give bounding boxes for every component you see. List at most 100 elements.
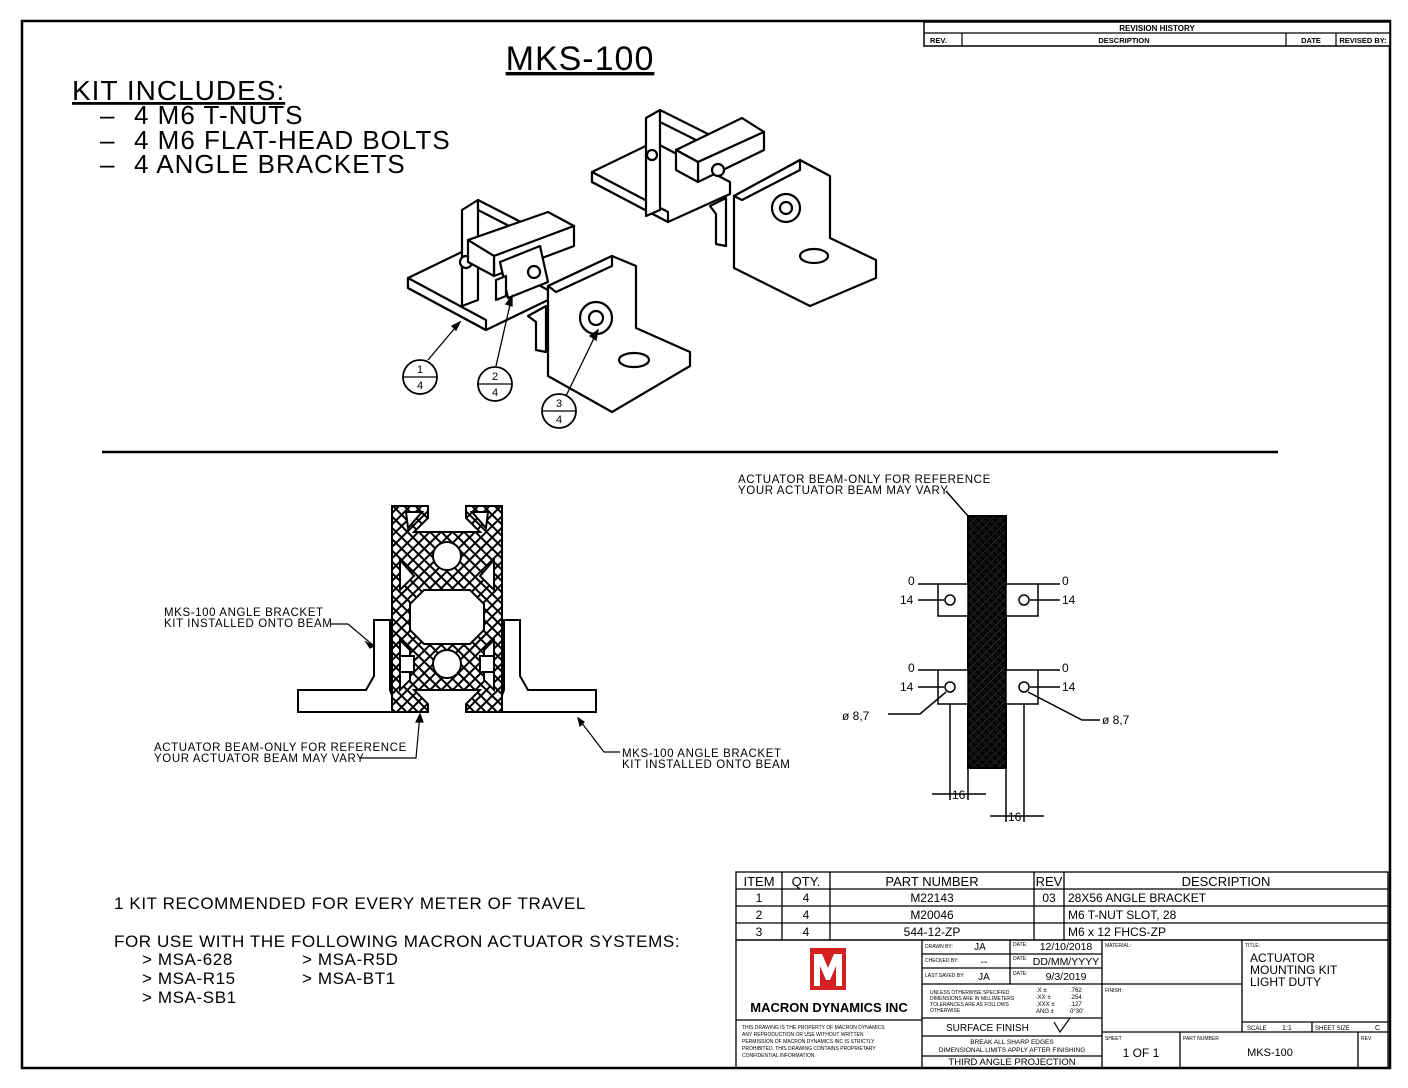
title-block-text: DRAWN BY: JA DATE: 12/10/2018 CHECKED BY… [742,941,1380,1068]
break-edges-1: BREAK ALL SHARP EDGES [970,1039,1054,1046]
top-view [888,490,1100,822]
balloon-leaders [427,294,599,397]
bom-row1-qty: 4 [803,891,810,905]
title-line-3: LIGHT DUTY [1250,975,1321,989]
bom-row3-qty: 4 [803,925,810,939]
scale-value: 1:1 [1282,1025,1292,1032]
dim-14-br: 14 [1062,680,1076,694]
tolerance-line-3: TOLERANCES ARE AS FOLLOWS [930,1002,1009,1008]
bom-row3-part: 544-12-ZP [904,925,961,939]
dim-14-tl: 14 [900,593,914,607]
drawn-date: 12/10/2018 [1040,941,1093,953]
drawn-by: JA [974,942,986,953]
system-msa-r15: > MSA-R15 [142,969,236,988]
system-msa-bt1: > MSA-BT1 [302,969,396,988]
section-bracket-note-1: MKS-100 ANGLE BRACKET [164,607,324,619]
proprietary-1: THIS DRAWING IS THE PROPERTY OF MACRON D… [742,1025,885,1031]
part-number-value: MKS-100 [1247,1047,1293,1059]
system-msa-sb1: > MSA-SB1 [142,988,237,1007]
tol-xx-value: .254 [1070,995,1082,1001]
macron-logo [810,948,846,990]
section-bracket-note2-1: MKS-100 ANGLE BRACKET [622,748,782,760]
isometric-bracket-center [526,254,692,414]
hole-dia-left: ø 8,7 [842,709,870,723]
revision-history-table: REVISION HISTORY REV. DESCRIPTION DATE R… [923,21,1391,47]
balloon-2: 2 4 [477,366,513,402]
balloon-3-qty: 4 [556,414,562,426]
balloon-1: 1 4 [402,359,438,395]
system-msa-628: > MSA-628 [142,950,233,969]
bom-header-item: ITEM [743,874,774,889]
date-header: DATE [1301,36,1321,45]
title-line-2: MOUNTING KIT [1250,963,1338,977]
revised-by-header: REVISED BY: [1339,36,1386,45]
bom-row1-item: 1 [756,891,763,905]
drawn-label: DRAWN BY: [925,944,953,950]
title-line-1: ACTUATOR [1250,951,1315,965]
proprietary-4: PROHIBITED. THIS DRAWING CONTAINS PROPRI… [742,1046,876,1052]
bom-header-desc: DESCRIPTION [1182,874,1271,889]
tol-ang-label: ANG ± [1036,1009,1055,1015]
bom-table [735,871,1389,941]
bom-header-part: PART NUMBER [885,874,978,889]
bom-row1-part: M22143 [910,891,954,905]
surface-finish: SURFACE FINISH [946,1023,1029,1034]
drawn-date-label: DATE: [1013,942,1027,948]
systems-heading: FOR USE WITH THE FOLLOWING MACRON ACTUAT… [114,932,680,951]
dim-zero-bl: 0 [908,661,915,675]
rev-header: REV. [930,36,947,45]
bom-text: ITEM QTY. PART NUMBER REV DESCRIPTION 1 … [743,874,1270,939]
bom-row2-qty: 4 [803,908,810,922]
rev-label: REV [1361,1036,1372,1042]
material-label: MATERIAL: [1105,943,1131,949]
last-saved-date: 9/3/2019 [1046,971,1087,983]
kit-heading: KIT INCLUDES: [72,75,285,106]
sheet-size-label: SHEET SIZE [1315,1026,1350,1032]
recommendation-note: 1 KIT RECOMMENDED FOR EVERY METER OF TRA… [114,894,586,913]
checked-date: DD/MM/YYYY [1033,956,1100,968]
description-header: DESCRIPTION [1098,36,1149,45]
balloon-2-qty: 4 [492,387,498,399]
proprietary-2: ANY REPRODUCTION OR USE WITHOUT WRITTEN [742,1032,864,1038]
balloon-2-num: 2 [492,371,498,383]
dim-16-left: 16 [952,788,966,802]
bom-row2-item: 2 [756,908,763,922]
dim-zero-tr: 0 [1062,574,1069,588]
tol-x-value: .762 [1070,988,1082,994]
bom-header-rev: REV [1036,874,1063,889]
kit-item-1: 4 M6 T-NUTS [134,100,303,130]
isometric-assembly-left [406,198,576,332]
kit-includes: KIT INCLUDES: – 4 M6 T-NUTS – 4 M6 FLAT-… [72,75,450,179]
dim-14-bl: 14 [900,680,914,694]
top-beam-note-2: YOUR ACTUATOR BEAM MAY VARY [738,485,948,497]
section-bracket-note2-2: KIT INSTALLED ONTO BEAM [622,759,790,771]
balloon-3-num: 3 [556,398,562,410]
kit-dash-2: – [100,125,115,155]
bom-header-qty: QTY. [792,874,821,889]
sheet-border [20,19,1392,1070]
title-block [735,939,1389,1069]
surface-finish-symbol [1053,1017,1071,1034]
title-label: TITLE: [1245,943,1260,949]
revision-history-title: REVISION HISTORY [1119,24,1195,33]
tolerance-line-1: UNLESS OTHERWISE SPECIFIED [930,990,1010,996]
part-number-label: PART NUMBER [1183,1036,1219,1042]
proprietary-5: CONFIDENTIAL INFORMATION [742,1053,815,1059]
sheet-value: 1 OF 1 [1123,1046,1160,1060]
section-beam-note-1: ACTUATOR BEAM-ONLY FOR REFERENCE [154,742,407,754]
sheet-label: SHEET [1105,1036,1122,1042]
tolerance-line-2: DIMENSIONS ARE IN MILLIMETERS [930,996,1015,1002]
scale-label: SCALE [1247,1026,1267,1032]
bom-row3-item: 3 [756,925,763,939]
tol-xxx-value: .127 [1070,1002,1082,1008]
hole-dia-right: ø 8,7 [1102,713,1130,727]
kit-dash-1: – [100,100,115,130]
proprietary-3: PERMISSION OF MACRON DYNAMICS INC IS STR… [742,1039,875,1045]
tolerance-line-4: OTHERWISE [930,1008,961,1014]
tol-xx-label: .XX ± [1036,995,1051,1001]
bom-row3-desc: M6 x 12 FHCS-ZP [1068,925,1166,939]
projection: THIRD ANGLE PROJECTION [948,1057,1075,1068]
section-leaders [330,623,620,759]
